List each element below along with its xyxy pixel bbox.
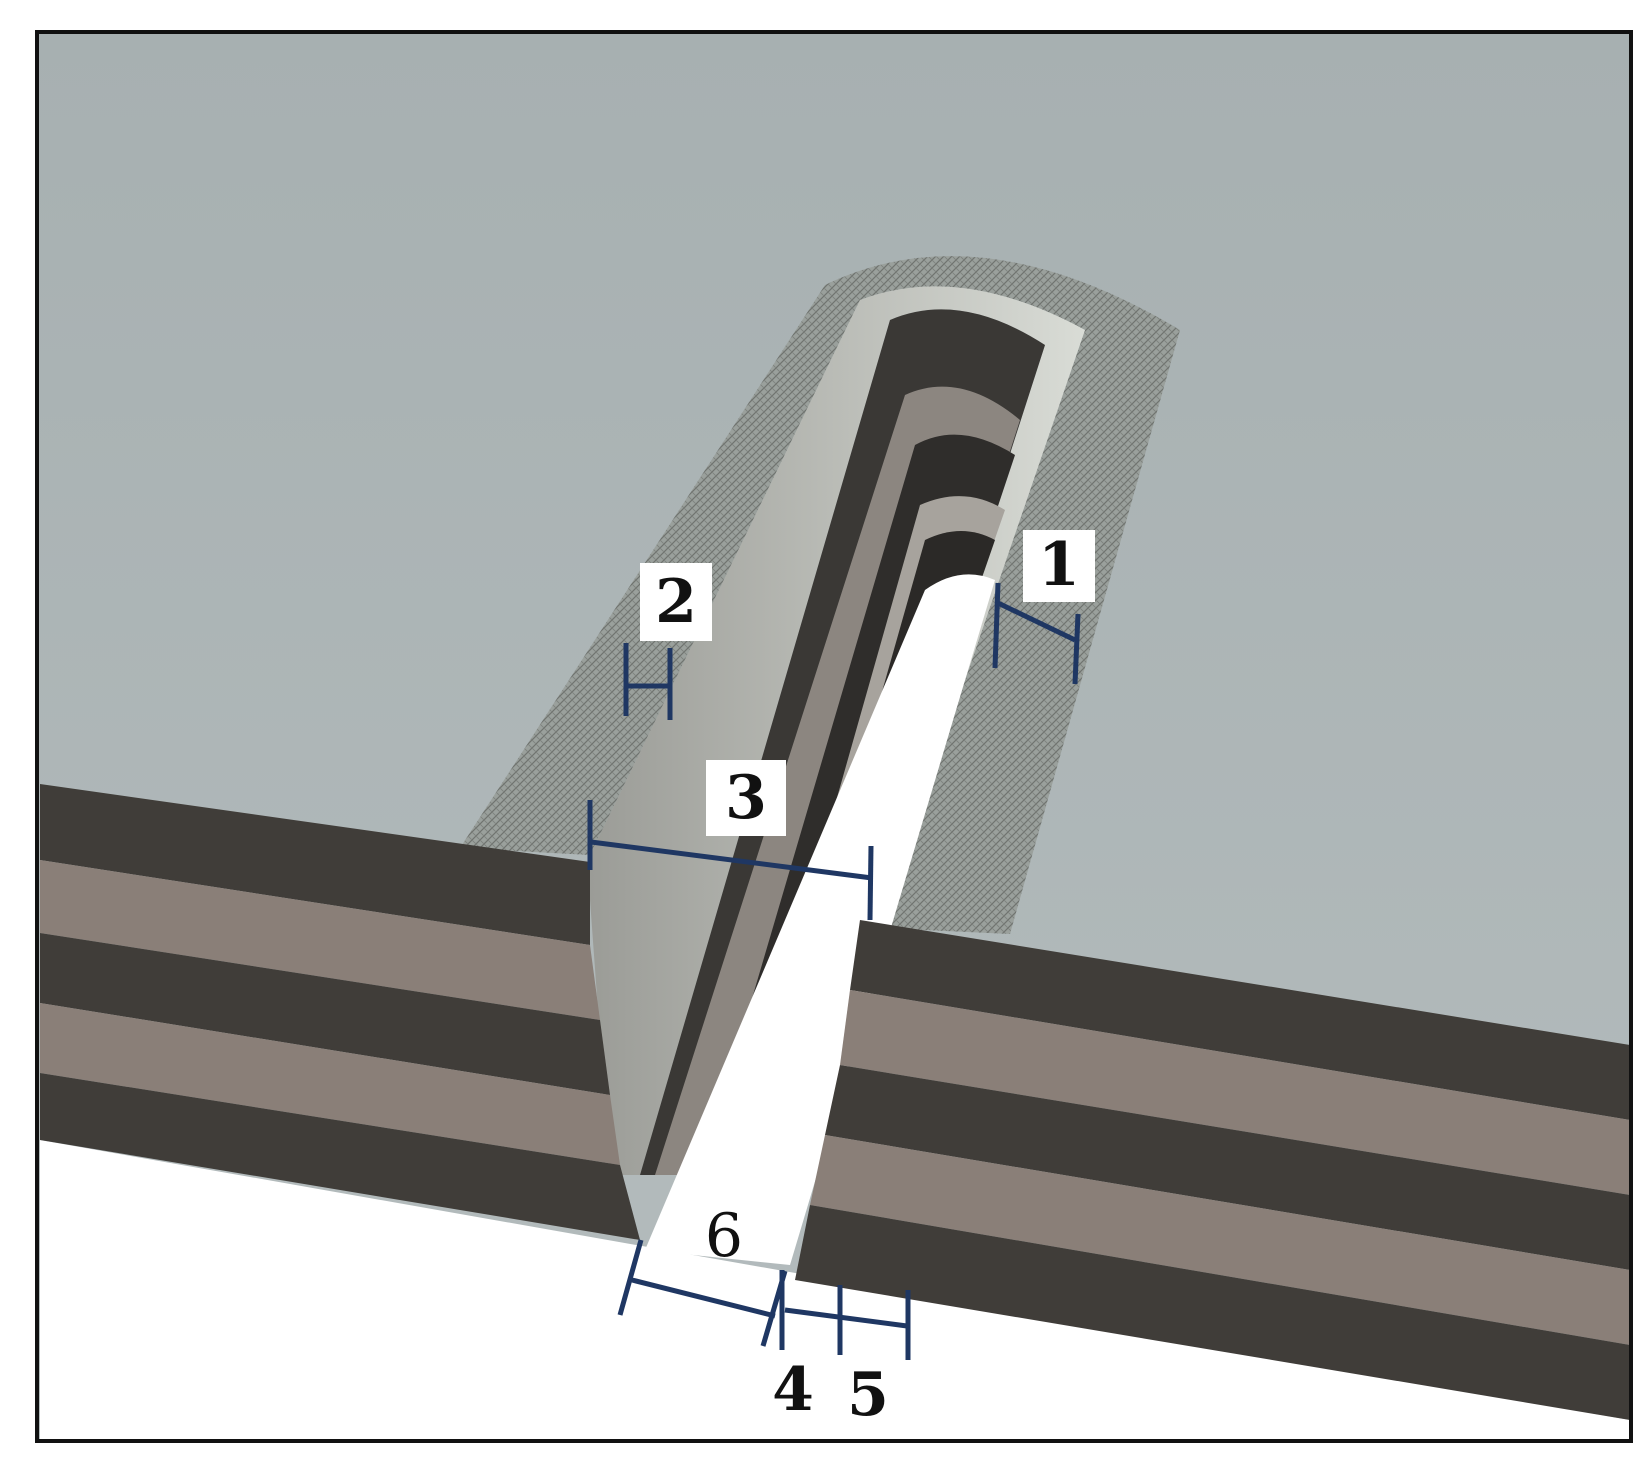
label-4: 4	[772, 1355, 814, 1425]
frame-border	[35, 30, 1633, 1443]
left-slab-layer-4	[40, 1003, 620, 1165]
right-slab-layer-2	[840, 990, 1630, 1195]
left-slab-layer-3	[40, 933, 610, 1095]
label-6: 6	[705, 1201, 743, 1271]
foreground-region	[40, 1140, 1630, 1440]
inner-wall	[590, 286, 1085, 1176]
label-3-box	[706, 760, 786, 836]
label-3-group: 3	[706, 760, 786, 836]
label-2-group: 2	[640, 563, 712, 641]
label-1: 1	[1038, 530, 1080, 600]
left-slab-layer-5	[40, 1073, 640, 1240]
right-slab-layer-3	[825, 1065, 1630, 1270]
label-1-box	[1023, 530, 1095, 602]
label-1-group: 1	[1023, 530, 1095, 602]
hatched-band	[460, 256, 1180, 935]
label-2-box	[640, 563, 712, 641]
dimension-marker-icon	[587, 582, 1081, 1360]
right-slab-layer-4	[810, 1135, 1630, 1345]
label-5: 5	[847, 1360, 889, 1430]
label-2: 2	[655, 567, 697, 637]
left-slab-layer-2	[40, 860, 600, 1020]
right-slab-layer-1	[850, 920, 1630, 1120]
left-slab-layer-1	[40, 784, 590, 945]
label-3: 3	[725, 763, 767, 833]
gap-region	[645, 574, 995, 1265]
right-slab-layer-5	[795, 1205, 1630, 1420]
